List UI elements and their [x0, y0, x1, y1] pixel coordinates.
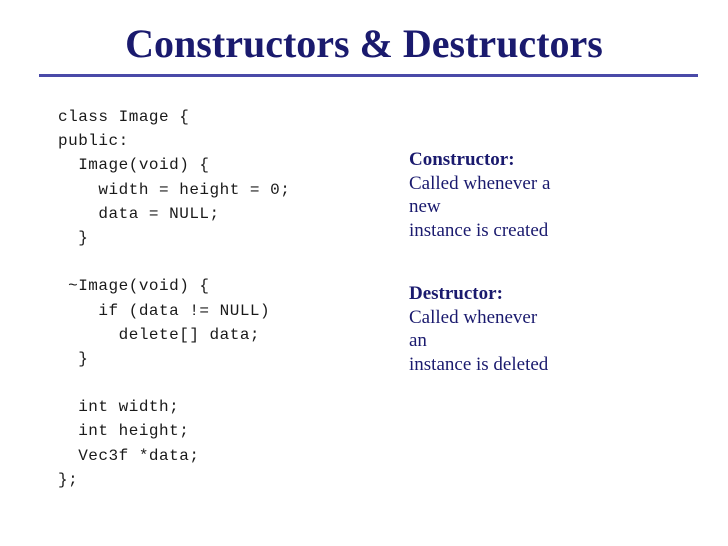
- constructor-note-line: new: [409, 196, 441, 217]
- destructor-note: Destructor: Called whenever an instance …: [409, 282, 609, 376]
- code-line: [58, 250, 290, 274]
- code-line: [58, 371, 290, 395]
- code-line: class Image {: [58, 108, 190, 126]
- code-line: };: [58, 470, 79, 489]
- code-line: public:: [58, 132, 129, 151]
- slide-title: Constructors & Destructors: [125, 21, 603, 66]
- constructor-note: Constructor: Called whenever a new insta…: [409, 148, 609, 242]
- code-block: class Image { public: Image(void) { widt…: [58, 105, 290, 492]
- code-line: delete[] data;: [58, 325, 261, 344]
- destructor-heading: Destructor:: [409, 283, 503, 304]
- code-line: }: [58, 228, 89, 247]
- code-line: int height;: [58, 422, 190, 441]
- title-underline: [39, 74, 698, 77]
- code-line: width = height = 0;: [58, 180, 291, 199]
- destructor-note-line: an: [409, 330, 427, 351]
- constructor-heading: Constructor:: [409, 149, 515, 170]
- code-line: if (data != NULL): [58, 301, 271, 320]
- code-line: }: [58, 349, 89, 368]
- code-line: int width;: [58, 398, 180, 417]
- code-line: Vec3f *data;: [58, 446, 200, 465]
- constructor-note-line: instance is created: [409, 219, 549, 241]
- destructor-note-line: Called whenever: [409, 306, 538, 328]
- destructor-note-line: instance is deleted: [409, 353, 549, 375]
- constructor-note-line: Called whenever a: [409, 172, 551, 194]
- code-line: ~Image(void) {: [58, 277, 210, 296]
- code-line: Image(void) {: [58, 156, 210, 175]
- code-line: data = NULL;: [58, 204, 220, 223]
